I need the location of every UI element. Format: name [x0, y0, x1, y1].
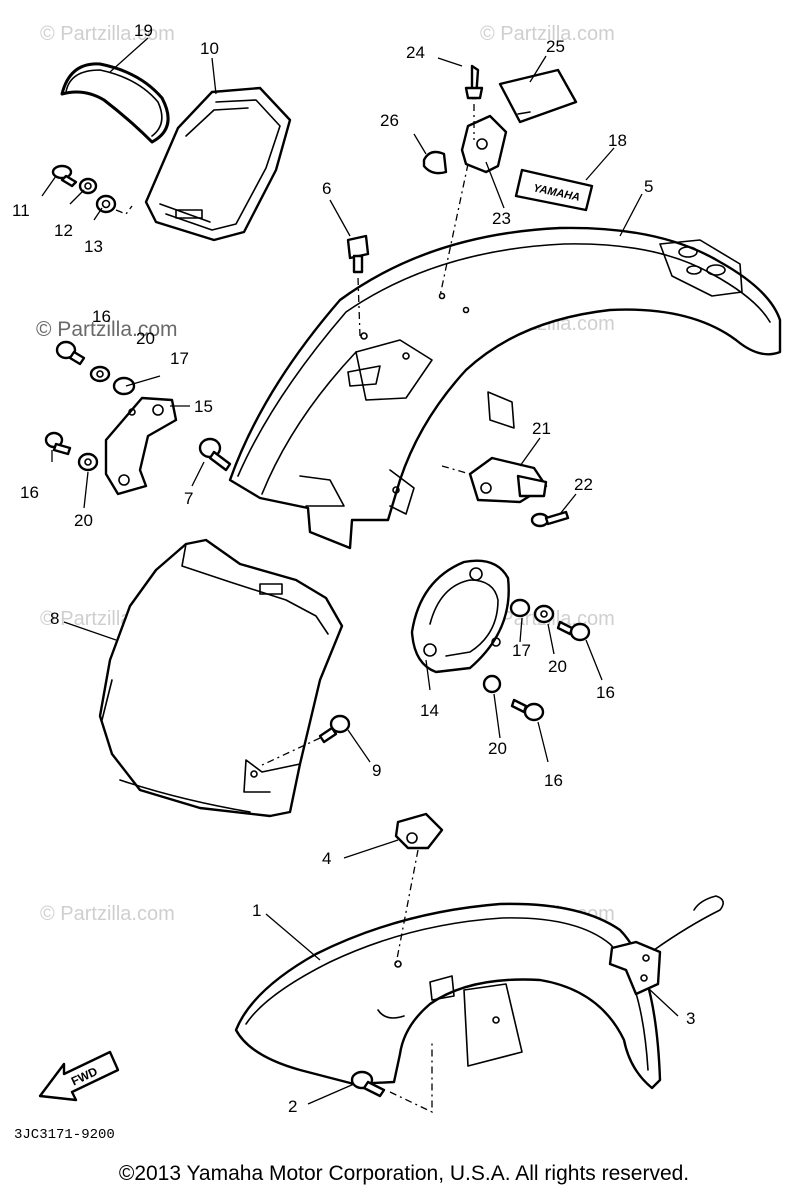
callout-25: 25	[546, 37, 565, 56]
callouts: 19 10 11 12 13 24 25 26 18 5 23 6 16 20 …	[12, 21, 695, 1116]
callout-20: 20	[548, 657, 567, 676]
watermark-text: © Partzilla.com	[40, 23, 175, 45]
callout-20: 20	[488, 739, 507, 758]
callout-7: 7	[184, 489, 193, 508]
part-7-bolt	[198, 437, 232, 472]
part-15-bracket	[104, 396, 178, 496]
part-9-bolt	[259, 714, 351, 767]
copyright-footer: ©2013 Yamaha Motor Corporation, U.S.A. A…	[118, 1162, 690, 1185]
part-4-clip	[394, 812, 444, 965]
callout-6: 6	[322, 179, 331, 198]
callout-17: 17	[170, 349, 189, 368]
parts-23-26-reflector	[422, 64, 578, 297]
fwd-arrow: FWD	[38, 1050, 120, 1102]
callout-10: 10	[200, 39, 219, 58]
part-14-plate	[410, 559, 510, 674]
leader-lines	[41, 37, 679, 1105]
callout-9: 9	[372, 761, 381, 780]
callout-1: 1	[252, 901, 261, 920]
part-2-bolt	[350, 1040, 433, 1114]
callout-2: 2	[288, 1097, 297, 1116]
watermark-text: © Partzilla.com	[36, 318, 178, 341]
callout-8: 8	[50, 609, 59, 628]
callout-21: 21	[532, 419, 551, 438]
callout-11: 11	[12, 201, 30, 220]
callout-19: 19	[134, 21, 153, 40]
callout-16: 16	[544, 771, 563, 790]
part-21-clamp	[441, 456, 548, 504]
watermark-text: © Partzilla.com	[480, 23, 615, 45]
part-8-lower-housing	[98, 538, 344, 818]
part-3-bracket	[608, 895, 724, 996]
callout-4: 4	[322, 849, 331, 868]
parts-16-17-20-hardware-right	[482, 598, 591, 722]
callout-3: 3	[686, 1009, 695, 1028]
callout-16: 16	[596, 683, 615, 702]
diagram-code: 3JC3171-9200	[14, 1127, 115, 1143]
callout-12: 12	[54, 221, 73, 240]
callout-20: 20	[136, 329, 155, 348]
part-22-screw	[530, 510, 570, 528]
callout-26: 26	[380, 111, 399, 130]
callout-13: 13	[84, 237, 103, 256]
part-5-rear-fender	[228, 226, 782, 550]
callout-17: 17	[512, 641, 531, 660]
callout-5: 5	[644, 177, 653, 196]
part-18-decal: YAMAHA	[514, 168, 594, 212]
callout-23: 23	[492, 209, 511, 228]
callout-16: 16	[92, 307, 111, 326]
callout-15: 15	[194, 397, 213, 416]
parts-11-12-13-hardware	[51, 164, 133, 215]
callout-16: 16	[20, 483, 39, 502]
callout-22: 22	[574, 475, 593, 494]
callout-18: 18	[608, 131, 627, 150]
callout-20: 20	[74, 511, 93, 530]
watermark-text: © Partzilla.com	[40, 903, 175, 925]
part-1-front-fender	[234, 902, 662, 1090]
part-6-bolt	[346, 234, 370, 337]
callout-14: 14	[420, 701, 439, 720]
parts-16-17-20-hardware-left	[44, 340, 136, 472]
callout-24: 24	[406, 43, 425, 62]
part-19-band	[60, 62, 170, 144]
part-10-housing	[144, 86, 292, 242]
